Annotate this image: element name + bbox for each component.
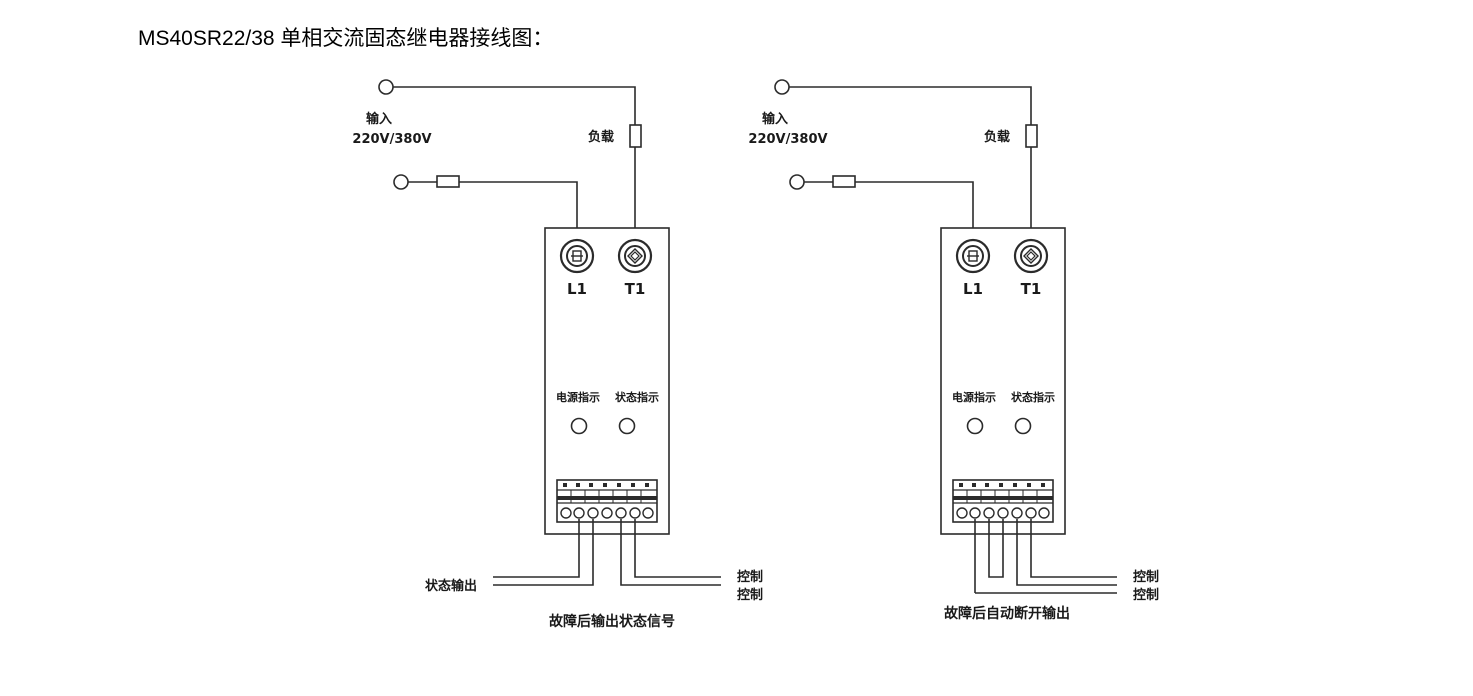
- input-terminal-top: [774, 79, 790, 95]
- t1-terminal: [1013, 238, 1049, 274]
- load-label: 负载: [588, 129, 614, 145]
- input-voltage-label: 220V/380V: [352, 132, 431, 147]
- control-label-2: 控制: [1133, 587, 1159, 603]
- status-indicator-label: 状态指示: [615, 390, 659, 404]
- l1-label: L1: [567, 280, 587, 298]
- input-label: 输入: [366, 111, 392, 127]
- control-terminal-block: [556, 479, 658, 523]
- load-symbol: [1025, 124, 1038, 148]
- input-label: 输入: [762, 111, 788, 127]
- status-indicator-led: [618, 417, 636, 435]
- left-output-label: 状态输出: [425, 578, 477, 594]
- control-terminal-block: [952, 479, 1054, 523]
- l1-terminal: [955, 238, 991, 274]
- power-indicator-label: 电源指示: [556, 390, 600, 404]
- fuse-symbol: [436, 175, 460, 188]
- diagram-1: L1 T1 输入 220V/380V 负载 电源指示 状态指示 状态输出 控制 …: [352, 79, 763, 630]
- t1-label: T1: [625, 280, 646, 298]
- input-voltage-label: 220V/380V: [748, 132, 827, 147]
- input-terminal-bottom: [789, 174, 805, 190]
- t1-terminal: [617, 238, 653, 274]
- l1-label: L1: [963, 280, 983, 298]
- fuse-symbol: [832, 175, 856, 188]
- wire-to-load: [789, 86, 1032, 125]
- input-terminal-top: [378, 79, 394, 95]
- power-indicator-led: [570, 417, 588, 435]
- t1-label: T1: [1021, 280, 1042, 298]
- power-indicator-led: [966, 417, 984, 435]
- control-label-1: 控制: [1133, 569, 1159, 585]
- load-symbol: [629, 124, 642, 148]
- input-terminal-bottom: [393, 174, 409, 190]
- control-label-2: 控制: [737, 587, 763, 603]
- diagram-2: L1 T1 输入 220V/380V 负载 电源指示 状态指示 控制 控制 故障…: [748, 79, 1159, 622]
- status-indicator-label: 状态指示: [1011, 390, 1055, 404]
- status-indicator-led: [1014, 417, 1032, 435]
- control-label-1: 控制: [737, 569, 763, 585]
- power-indicator-label: 电源指示: [952, 390, 996, 404]
- page-title: MS40SR22/38 单相交流固态继电器接线图：: [138, 27, 554, 50]
- load-label: 负载: [984, 129, 1010, 145]
- diagram-caption: 故障后输出状态信号: [549, 613, 675, 630]
- l1-terminal: [559, 238, 595, 274]
- diagram-caption: 故障后自动断开输出: [944, 605, 1070, 622]
- wire-to-load: [393, 86, 636, 125]
